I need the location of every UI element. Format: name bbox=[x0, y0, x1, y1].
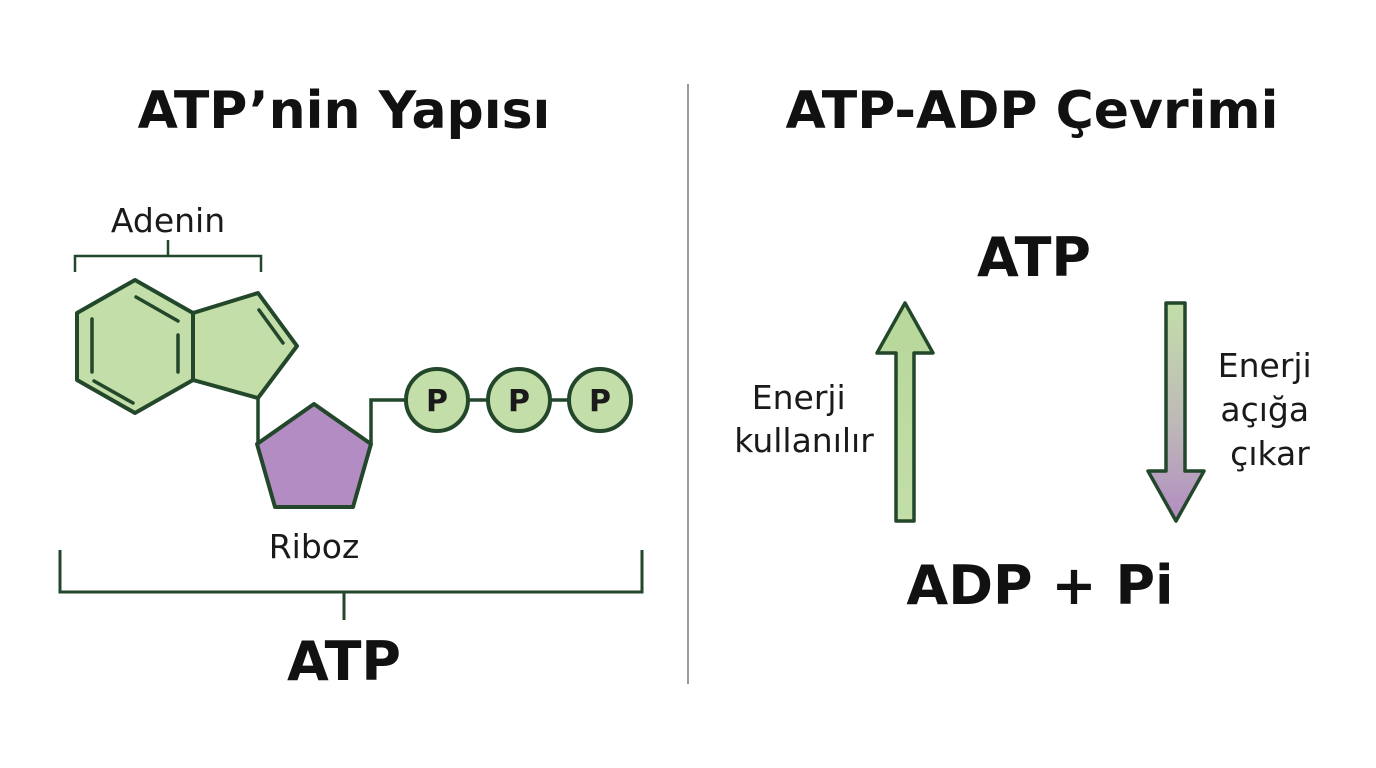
ribose-pentagon bbox=[255, 402, 373, 509]
phosphate-chain: P P P bbox=[404, 367, 633, 433]
ribose-label: Riboz bbox=[269, 527, 360, 566]
energy-used-arrow bbox=[875, 301, 935, 523]
adenine-base bbox=[75, 278, 299, 415]
energy-released-line-2: açığa bbox=[1220, 390, 1309, 429]
phosphate-group-1: P bbox=[404, 367, 470, 433]
energy-released-text: Enerji açığa çıkar bbox=[1218, 346, 1322, 473]
cycle-adp-label: ADP + Pi bbox=[906, 554, 1173, 617]
energy-used-text: Enerji kullanılır bbox=[734, 378, 874, 460]
phosphate-label: P bbox=[426, 384, 448, 419]
atp-molecule-label: ATP bbox=[287, 630, 401, 693]
cycle-title: ATP-ADP Çevrimi bbox=[786, 81, 1279, 141]
adenine-pentagon bbox=[191, 291, 299, 400]
phosphate-group-2: P bbox=[486, 367, 552, 433]
structure-title: ATP’nin Yapısı bbox=[138, 81, 551, 141]
ester-bond bbox=[369, 398, 406, 444]
cycle-atp-label: ATP bbox=[977, 226, 1091, 289]
atp-bracket bbox=[58, 550, 644, 620]
phosphate-group-3: P bbox=[567, 367, 633, 433]
phosphate-label: P bbox=[508, 384, 530, 419]
energy-released-line-3: çıkar bbox=[1230, 434, 1310, 473]
adenine-label: Adenin bbox=[111, 201, 225, 240]
adenine-hexagon bbox=[75, 278, 195, 415]
energy-released-arrow bbox=[1146, 301, 1206, 523]
adenine-bracket bbox=[73, 240, 263, 272]
phosphate-label: P bbox=[589, 384, 611, 419]
energy-used-line-2: kullanılır bbox=[734, 421, 874, 460]
energy-released-line-1: Enerji bbox=[1218, 346, 1312, 385]
energy-used-line-1: Enerji bbox=[752, 378, 846, 417]
